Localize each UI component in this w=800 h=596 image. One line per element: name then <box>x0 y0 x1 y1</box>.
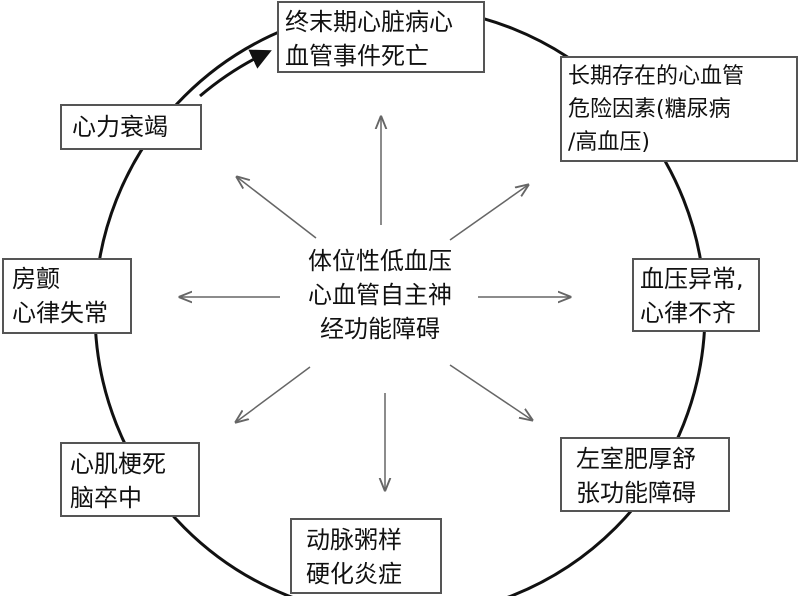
cycle-direction-arrow <box>199 49 272 98</box>
node-top-line-1: 终末期心脏病心 <box>285 8 453 36</box>
node-upper-right-line-1: 长期存在的心血管 <box>568 64 745 89</box>
node-upper-left: 心力衰竭 <box>60 104 202 150</box>
node-right: 血压异常, 心律不齐 <box>632 258 760 332</box>
node-upper-left-line-1: 心力衰竭 <box>72 113 168 141</box>
node-bottom: 动脉粥样 硬化炎症 <box>290 518 442 594</box>
node-lower-left-line-1: 心肌梗死 <box>70 450 166 478</box>
center-line-1: 体位性低血压 <box>308 247 452 275</box>
node-left: 房颤 心律失常 <box>2 258 132 334</box>
radial-arrow-upper-right <box>449 185 528 241</box>
node-lower-left: 心肌梗死 脑卒中 <box>60 442 200 517</box>
center-line-3: 经功能障碍 <box>320 315 440 343</box>
node-lower-right-line-1: 左室肥厚舒 <box>576 445 696 473</box>
node-bottom-line-2: 硬化炎症 <box>306 560 402 588</box>
node-upper-right-line-2: 危险因素(糖尿病 <box>568 97 731 122</box>
node-lower-right: 左室肥厚舒 张功能障碍 <box>560 437 730 512</box>
center-label: 体位性低血压 心血管自主神 经功能障碍 <box>280 244 480 346</box>
radial-arrow-lower-left <box>236 366 311 422</box>
node-upper-right-line-3: /高血压) <box>568 130 650 155</box>
center-line-2: 心血管自主神 <box>308 281 452 309</box>
node-right-line-2: 心律不齐 <box>640 299 736 327</box>
node-upper-right: 长期存在的心血管 危险因素(糖尿病 /高血压) <box>560 56 798 162</box>
node-left-line-1: 房颤 <box>12 265 60 293</box>
node-top: 终末期心脏病心 血管事件死亡 <box>277 1 485 73</box>
radial-arrow-lower-right <box>449 364 532 420</box>
node-lower-left-line-2: 脑卒中 <box>70 484 142 512</box>
radial-arrow-upper-left <box>237 177 317 239</box>
node-left-line-2: 心律失常 <box>12 299 108 327</box>
node-right-line-1: 血压异常, <box>640 265 744 293</box>
node-bottom-line-1: 动脉粥样 <box>306 526 402 554</box>
node-lower-right-line-2: 张功能障碍 <box>576 479 696 507</box>
node-top-line-2: 血管事件死亡 <box>285 42 429 70</box>
